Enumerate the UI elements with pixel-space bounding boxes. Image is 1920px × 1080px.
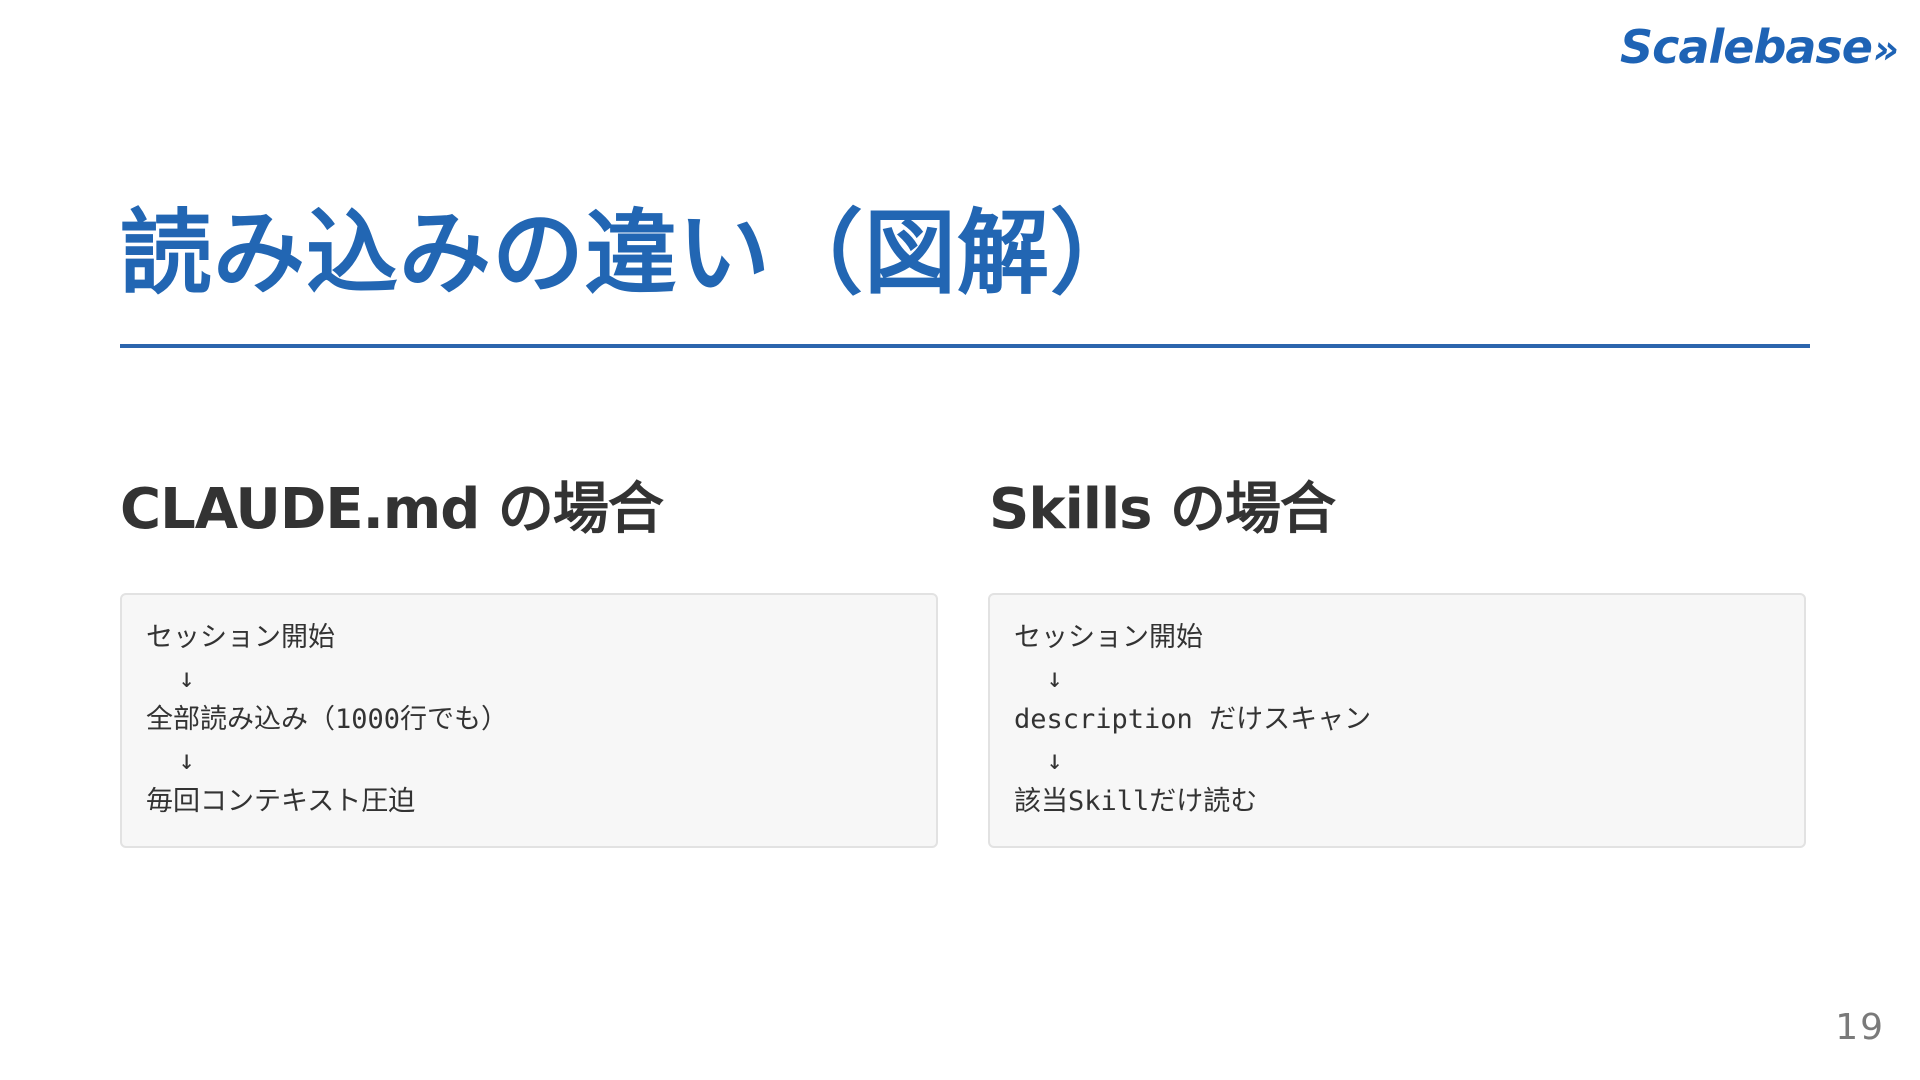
claude-md-heading: CLAUDE.md の場合 — [120, 477, 664, 542]
code-line: 該当Skillだけ読む — [1014, 786, 1258, 817]
code-line: 毎回コンテキスト圧迫 — [146, 786, 416, 817]
code-line: セッション開始 — [146, 622, 335, 653]
down-arrow-icon: ↓ — [146, 663, 195, 694]
scalebase-logo: Scalebase» — [1620, 24, 1899, 73]
code-line: セッション開始 — [1014, 622, 1203, 653]
skills-heading: Skills の場合 — [989, 477, 1336, 542]
page-number: 19 — [1835, 1007, 1885, 1048]
claude-md-code-block: セッション開始 ↓ 全部読み込み（1000行でも） ↓ 毎回コンテキスト圧迫 — [120, 593, 938, 848]
title-divider — [120, 344, 1810, 348]
down-arrow-icon: ↓ — [1014, 745, 1063, 776]
logo-chevron-icon: » — [1873, 27, 1899, 73]
skills-code-block: セッション開始 ↓ description だけスキャン ↓ 該当Skillだけ… — [988, 593, 1806, 848]
slide-title: 読み込みの違い（図解） — [120, 200, 1144, 307]
code-line: description だけスキャン — [1014, 704, 1372, 735]
logo-text: Scalebase — [1620, 20, 1873, 74]
down-arrow-icon: ↓ — [146, 745, 195, 776]
code-line: 全部読み込み（1000行でも） — [146, 704, 509, 735]
down-arrow-icon: ↓ — [1014, 663, 1063, 694]
